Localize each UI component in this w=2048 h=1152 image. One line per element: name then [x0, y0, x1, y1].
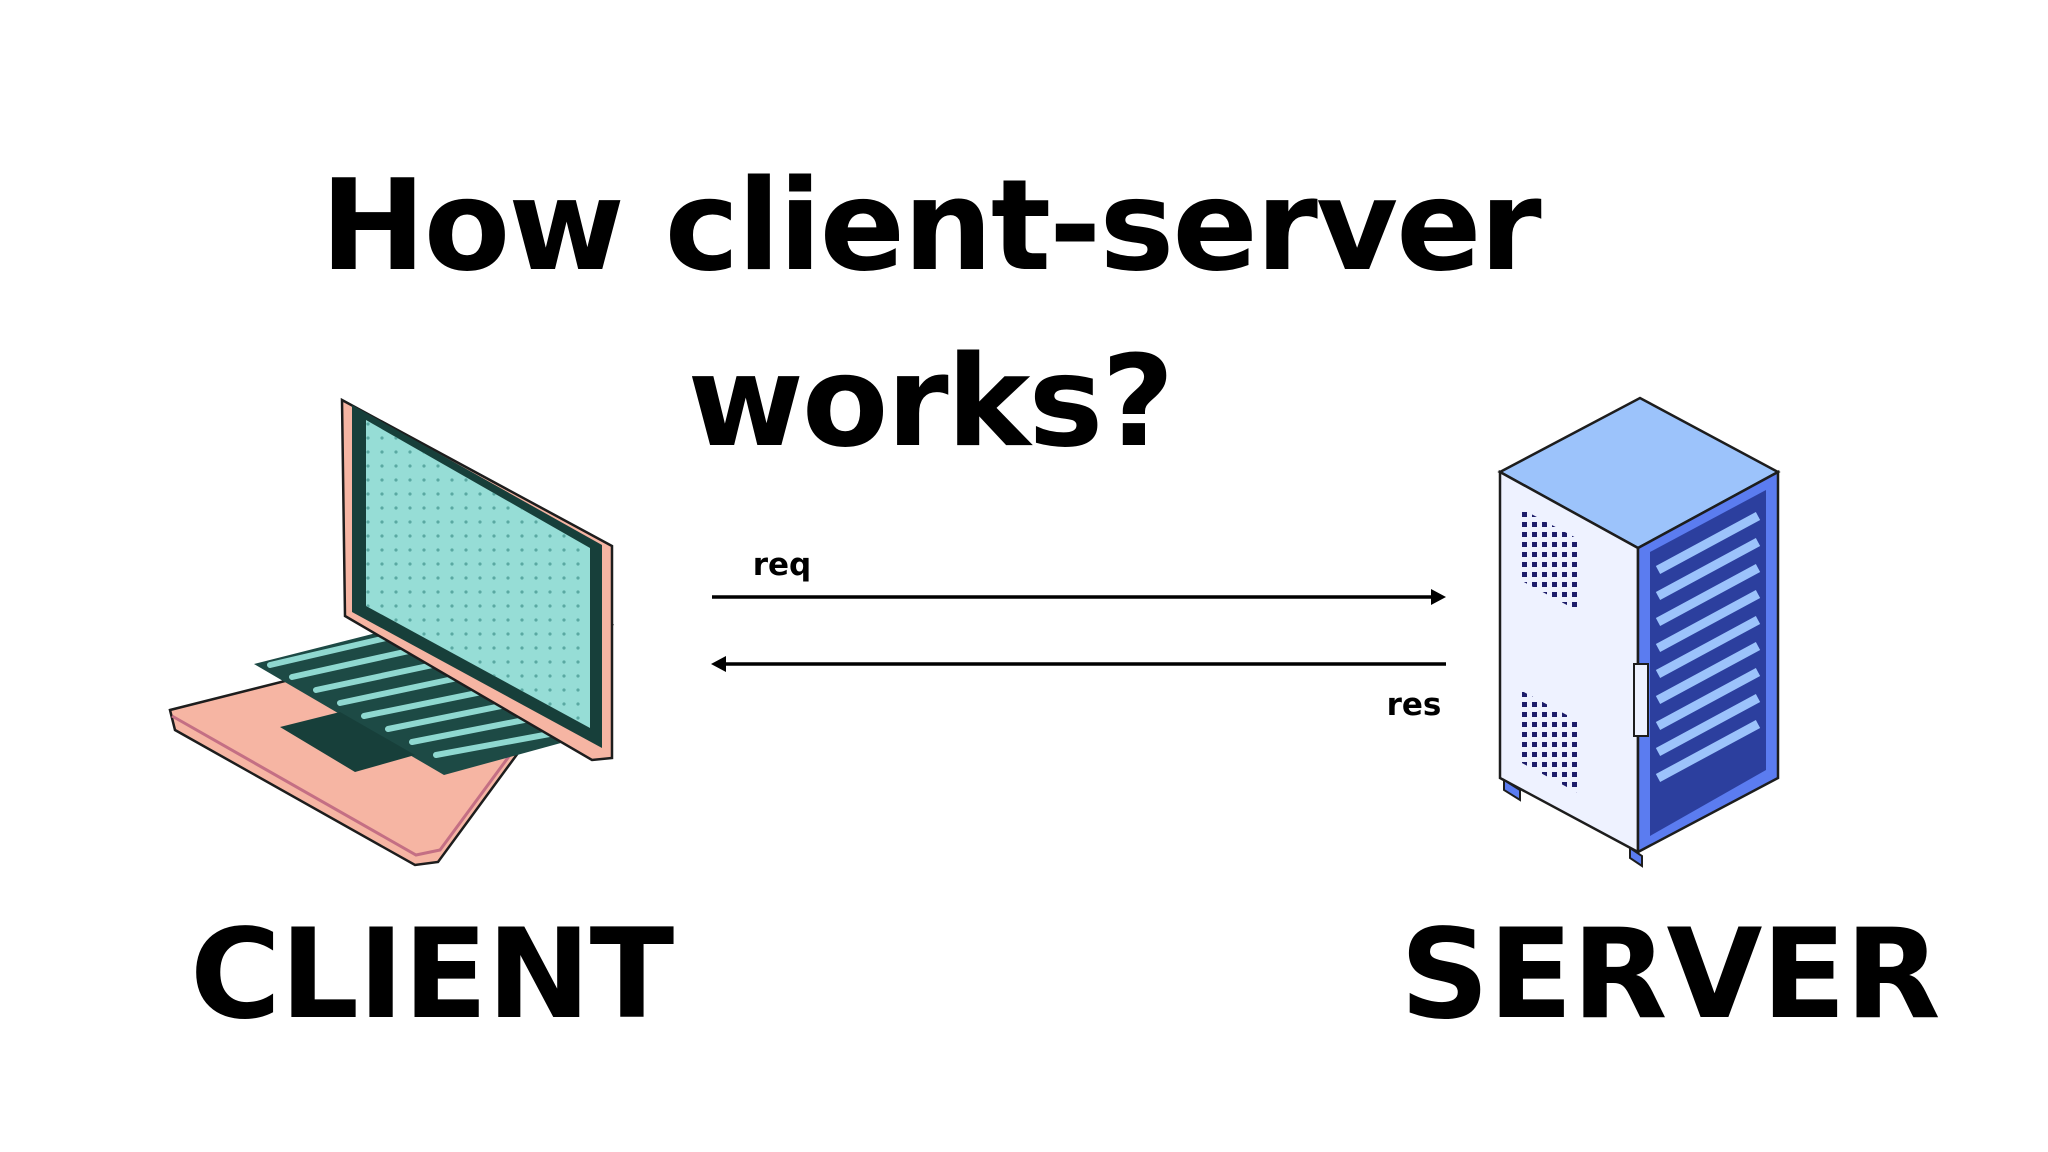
- server-label: SERVER: [1400, 903, 1941, 1047]
- client-label: CLIENT: [190, 903, 674, 1047]
- diagram-title: How client-server works?: [0, 138, 1860, 490]
- response-label: res: [1386, 687, 1442, 723]
- request-label: req: [752, 547, 812, 583]
- title-line-1: How client-server: [320, 152, 1541, 299]
- title-line-2: works?: [687, 328, 1175, 475]
